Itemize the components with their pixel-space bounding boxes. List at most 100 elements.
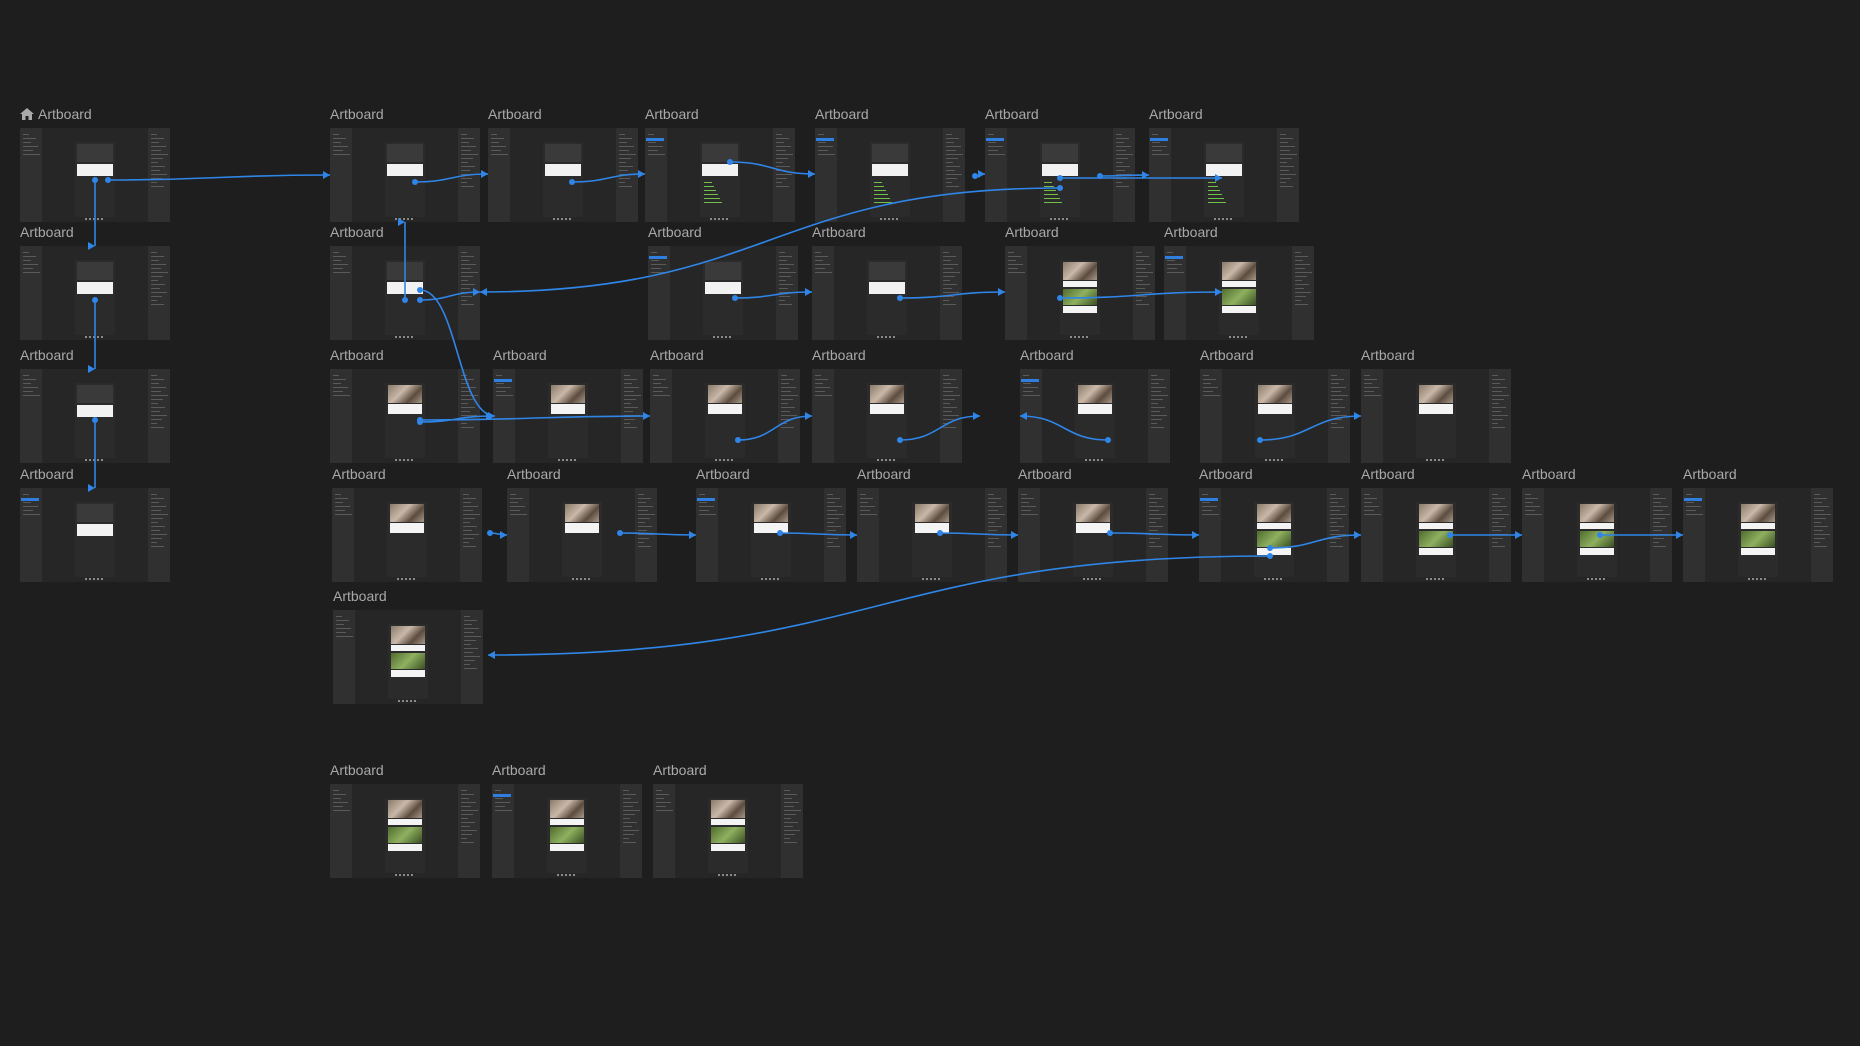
artboard-title[interactable]: Artboard [1005, 224, 1059, 240]
link-source-dot[interactable] [972, 173, 978, 179]
artboard-title[interactable]: Artboard [653, 762, 707, 778]
link-source-dot[interactable] [92, 177, 98, 183]
prototype-link[interactable] [107, 174, 331, 181]
link-source-dot[interactable] [1597, 532, 1603, 538]
artboard-title[interactable]: Artboard [812, 224, 866, 240]
artboard[interactable]: Artboard [1683, 466, 1833, 582]
link-source-dot[interactable] [1447, 532, 1453, 538]
artboard[interactable]: Artboard [857, 466, 1007, 582]
prototype-link[interactable] [939, 532, 1019, 536]
artboard[interactable]: Artboard [20, 347, 170, 463]
artboard[interactable]: Artboard [488, 106, 638, 222]
prototype-link[interactable] [1259, 415, 1362, 441]
artboard-title[interactable]: Artboard [20, 347, 74, 363]
artboard[interactable]: Artboard [985, 106, 1135, 222]
artboard-title[interactable]: Artboard [1522, 466, 1576, 482]
link-source-dot[interactable] [1267, 545, 1273, 551]
artboard[interactable]: Artboard [653, 762, 803, 878]
artboard[interactable]: Artboard [1005, 224, 1155, 340]
artboard[interactable]: Artboard [650, 347, 800, 463]
artboard[interactable]: Artboard [815, 106, 965, 222]
prototype-link[interactable] [734, 291, 813, 299]
artboard[interactable]: Artboard [1020, 347, 1170, 463]
artboard-title[interactable]: Artboard [812, 347, 866, 363]
artboard-title[interactable]: Artboard [696, 466, 750, 482]
artboard[interactable]: Artboard [1199, 466, 1349, 582]
link-source-dot[interactable] [402, 297, 408, 303]
link-source-dot[interactable] [897, 437, 903, 443]
artboard[interactable]: Artboard [332, 466, 482, 582]
prototype-link[interactable] [737, 415, 813, 441]
link-source-dot[interactable] [1267, 553, 1273, 559]
artboard[interactable]: Artboard [1200, 347, 1350, 463]
link-source-dot[interactable] [735, 437, 741, 443]
artboard-title[interactable]: Artboard [493, 347, 547, 363]
link-source-dot[interactable] [412, 179, 418, 185]
link-source-dot[interactable] [1257, 437, 1263, 443]
prototype-link[interactable] [899, 415, 981, 441]
prototype-link[interactable] [419, 291, 481, 301]
artboard[interactable]: Artboard [1149, 106, 1299, 222]
artboard-title[interactable]: Artboard [488, 106, 542, 122]
link-source-dot[interactable] [417, 417, 423, 423]
artboard-title[interactable]: Artboard [1149, 106, 1203, 122]
prototype-link[interactable] [419, 415, 651, 421]
link-source-dot[interactable] [1057, 185, 1063, 191]
artboard-title[interactable]: Artboard [507, 466, 561, 482]
artboard-title[interactable]: Artboard [332, 466, 386, 482]
link-source-dot[interactable] [1057, 295, 1063, 301]
artboard-title[interactable]: Artboard [20, 466, 74, 482]
link-source-dot[interactable] [92, 297, 98, 303]
link-source-dot[interactable] [487, 530, 493, 536]
artboard-title[interactable]: Artboard [985, 106, 1039, 122]
prototype-link[interactable] [779, 532, 858, 536]
artboard[interactable]: Artboard [492, 762, 642, 878]
artboard-title[interactable]: Artboard [330, 762, 384, 778]
prototype-link[interactable] [419, 289, 496, 417]
link-source-dot[interactable] [105, 177, 111, 183]
artboard-title[interactable]: Artboard [1361, 466, 1415, 482]
artboard-title[interactable]: Artboard [645, 106, 699, 122]
link-source-dot[interactable] [92, 417, 98, 423]
link-source-dot[interactable] [417, 297, 423, 303]
artboard[interactable]: Artboard [20, 466, 170, 582]
artboard-title[interactable]: Artboard [492, 762, 546, 778]
link-source-dot[interactable] [937, 530, 943, 536]
artboard-title[interactable]: Artboard [1683, 466, 1737, 482]
link-source-dot[interactable] [897, 295, 903, 301]
prototype-link[interactable] [1109, 532, 1200, 536]
link-source-dot[interactable] [732, 295, 738, 301]
prototype-link[interactable] [571, 173, 646, 183]
link-source-dot[interactable] [777, 530, 783, 536]
prototype-link[interactable] [1099, 174, 1150, 177]
prototype-link[interactable] [487, 555, 1271, 656]
artboard[interactable]: Artboard [330, 347, 480, 463]
artboard-title[interactable]: Artboard [20, 106, 92, 122]
artboard[interactable]: Artboard [1361, 347, 1511, 463]
artboard-title[interactable]: Artboard [330, 347, 384, 363]
artboard-title[interactable]: Artboard [857, 466, 911, 482]
prototype-link[interactable] [479, 187, 1061, 293]
prototype-link[interactable] [1059, 291, 1223, 299]
prototype-link[interactable] [619, 532, 697, 536]
artboard-title[interactable]: Artboard [648, 224, 702, 240]
link-source-dot[interactable] [1057, 175, 1063, 181]
artboard[interactable]: Artboard [330, 762, 480, 878]
link-source-dot[interactable] [417, 287, 423, 293]
artboard[interactable]: Artboard [1018, 466, 1168, 582]
artboard[interactable]: Artboard [333, 588, 483, 704]
link-source-dot[interactable] [727, 159, 733, 165]
artboard-title[interactable]: Artboard [815, 106, 869, 122]
artboard[interactable]: Artboard [330, 106, 480, 222]
link-source-dot[interactable] [569, 179, 575, 185]
artboard-title[interactable]: Artboard [650, 347, 704, 363]
prototype-link[interactable] [729, 161, 816, 175]
prototype-link[interactable] [414, 173, 489, 183]
prototype-link[interactable] [1019, 415, 1109, 441]
prototype-link[interactable] [1269, 534, 1362, 549]
link-source-dot[interactable] [1107, 530, 1113, 536]
artboard[interactable]: Artboard [812, 224, 962, 340]
artboard-title[interactable]: Artboard [1018, 466, 1072, 482]
artboard[interactable]: Artboard [645, 106, 795, 222]
artboard-title[interactable]: Artboard [330, 224, 384, 240]
